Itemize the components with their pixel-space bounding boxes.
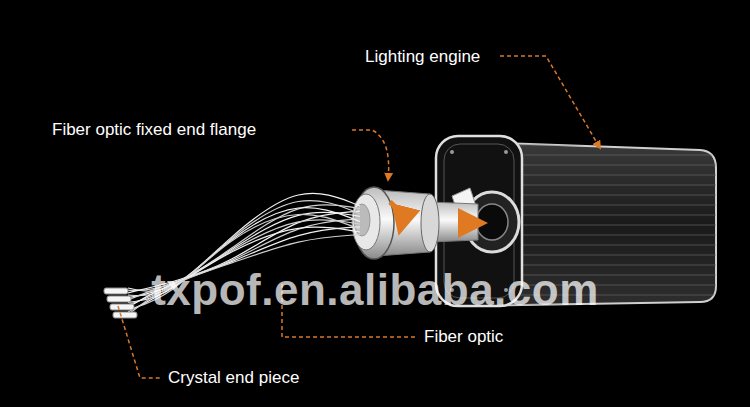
crystal-tip (107, 296, 131, 302)
crystal-tip (104, 288, 128, 294)
leader-lines (118, 56, 600, 378)
part-label: Fiber optic fixed end flange (52, 120, 256, 140)
watermark: txpof.en.alibaba.com (151, 266, 599, 314)
crystal-tip (110, 304, 134, 310)
end-flange (352, 187, 482, 259)
part-label: Fiber optic (424, 327, 503, 347)
part-label: Lighting engine (365, 47, 480, 67)
crystal-tip (113, 312, 137, 318)
part-label: Crystal end piece (168, 368, 299, 388)
